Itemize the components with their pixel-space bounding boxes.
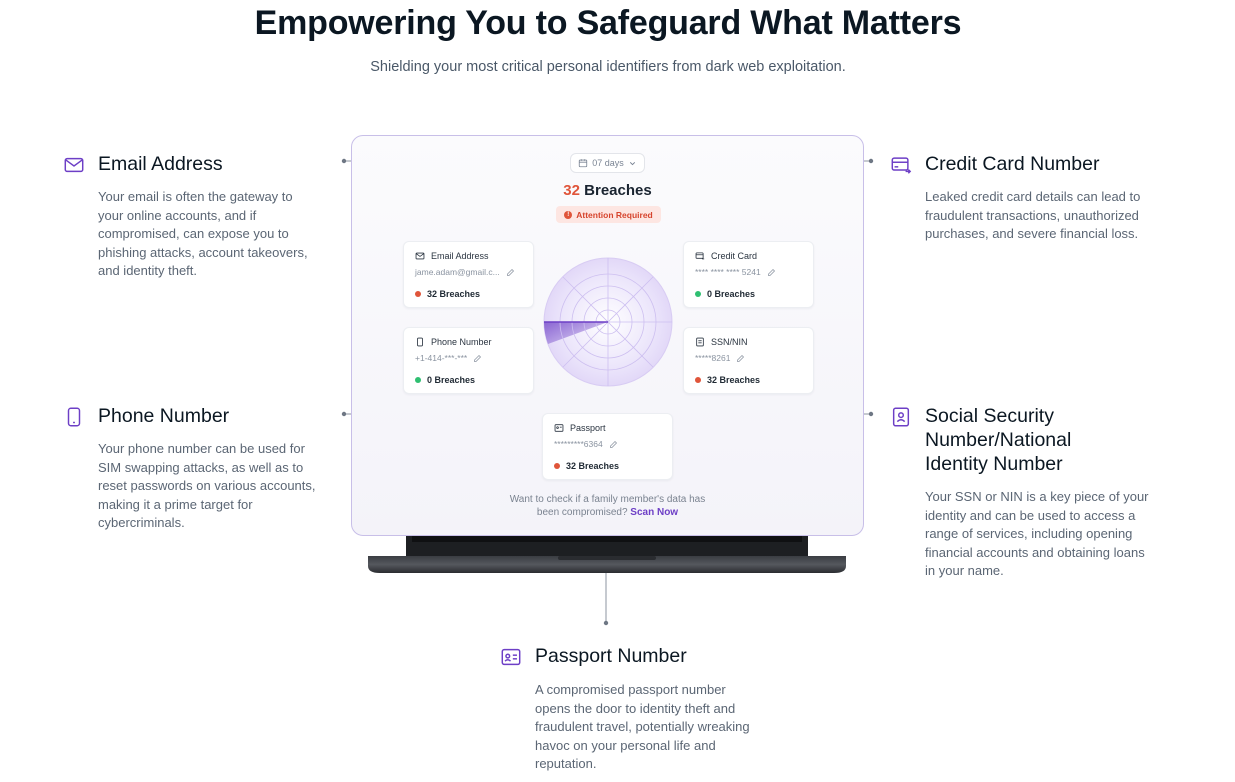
breach-total: 32 Breaches	[352, 182, 863, 199]
id-badge-icon	[892, 407, 910, 427]
card-value: *****8261	[695, 353, 731, 363]
breach-count: 32	[563, 182, 580, 199]
scan-now-link[interactable]: Scan Now	[630, 507, 679, 518]
feature-title: Phone Number	[98, 405, 230, 427]
family-note-text: Want to check if a family member's data …	[509, 494, 706, 518]
breach-dashboard: 07 days 32 Breaches ! Attention Required	[351, 135, 864, 536]
feature-passport: Passport Number A compromised passport n…	[500, 644, 780, 779]
card-label: Phone Number	[431, 337, 492, 347]
feature-credit-card: Credit Card Number Leaked credit card de…	[890, 152, 1190, 272]
attention-label: Attention Required	[576, 209, 653, 220]
feature-ssn: Social Security Number/National Identity…	[890, 404, 1190, 604]
mail-icon	[415, 252, 425, 260]
card-value: **** **** **** 5241	[695, 267, 761, 277]
page-title: Empowering You to Safeguard What Matters	[254, 4, 962, 42]
edit-icon[interactable]	[609, 440, 618, 449]
card-label: SSN/NIN	[711, 337, 748, 347]
feature-description: Your email is often the gateway to your …	[98, 189, 308, 279]
period-label: 07 days	[592, 158, 624, 168]
card-breaches: 32 Breaches	[707, 375, 761, 385]
alert-icon: !	[564, 210, 573, 219]
status-dot	[695, 291, 701, 297]
credit-card-icon	[695, 252, 705, 260]
status-dot	[415, 377, 421, 383]
chevron-down-icon	[629, 161, 635, 165]
period-dropdown[interactable]: 07 days	[570, 153, 645, 173]
id-badge-icon	[696, 337, 704, 347]
card-email[interactable]: Email Address jame.adam@gmail.c... 32 Br…	[403, 241, 534, 308]
card-label: Credit Card	[711, 251, 758, 261]
status-dot	[554, 463, 560, 469]
card-breaches: 32 Breaches	[566, 461, 620, 471]
feature-phone: Phone Number Your phone number can be us…	[63, 404, 333, 544]
feature-title: Credit Card Number	[925, 153, 1100, 175]
card-phone[interactable]: Phone Number +1-414-***-*** 0 Breaches	[403, 327, 534, 394]
feature-description: Your phone number can be used for SIM sw…	[98, 441, 316, 531]
card-passport[interactable]: Passport *********6364 32 Breaches	[542, 413, 673, 480]
card-value: jame.adam@gmail.c...	[415, 267, 500, 277]
card-breaches: 0 Breaches	[427, 375, 476, 385]
feature-title: Email Address	[98, 153, 223, 175]
credit-card-icon	[891, 157, 912, 174]
card-ssn[interactable]: SSN/NIN *****8261 32 Breaches	[683, 327, 814, 394]
feature-email: Email Address Your email is often the ga…	[63, 152, 333, 292]
calendar-icon	[579, 159, 588, 168]
laptop-base	[368, 536, 846, 573]
feature-title: Social Security Number/National Identity…	[925, 405, 1072, 475]
phone-icon	[417, 337, 423, 347]
feature-description: Leaked credit card details can lead to f…	[925, 189, 1141, 242]
card-value: *********6364	[554, 439, 603, 449]
status-dot	[695, 377, 701, 383]
mail-icon	[64, 157, 84, 173]
card-label: Email Address	[431, 251, 489, 261]
card-value: +1-414-***-***	[415, 353, 468, 363]
passport-icon	[501, 648, 521, 666]
edit-icon[interactable]	[736, 354, 745, 363]
status-dot	[415, 291, 421, 297]
phone-icon	[67, 407, 81, 427]
card-breaches: 32 Breaches	[427, 289, 481, 299]
edit-icon[interactable]	[767, 268, 776, 277]
card-credit-card[interactable]: Credit Card **** **** **** 5241 0 Breach…	[683, 241, 814, 308]
page-subtitle: Shielding your most critical personal id…	[370, 59, 846, 75]
card-breaches: 0 Breaches	[707, 289, 756, 299]
feature-description: Your SSN or NIN is a key piece of your i…	[925, 489, 1149, 579]
edit-icon[interactable]	[473, 354, 482, 363]
edit-icon[interactable]	[506, 268, 515, 277]
card-label: Passport	[570, 423, 606, 433]
passport-icon	[554, 424, 564, 432]
feature-description: A compromised passport number opens the …	[535, 682, 750, 772]
breach-word: Breaches	[584, 182, 652, 199]
feature-title: Passport Number	[535, 645, 687, 667]
attention-badge: ! Attention Required	[556, 206, 661, 223]
family-check-note: Want to check if a family member's data …	[352, 493, 863, 519]
breach-radar-chart	[543, 257, 673, 387]
